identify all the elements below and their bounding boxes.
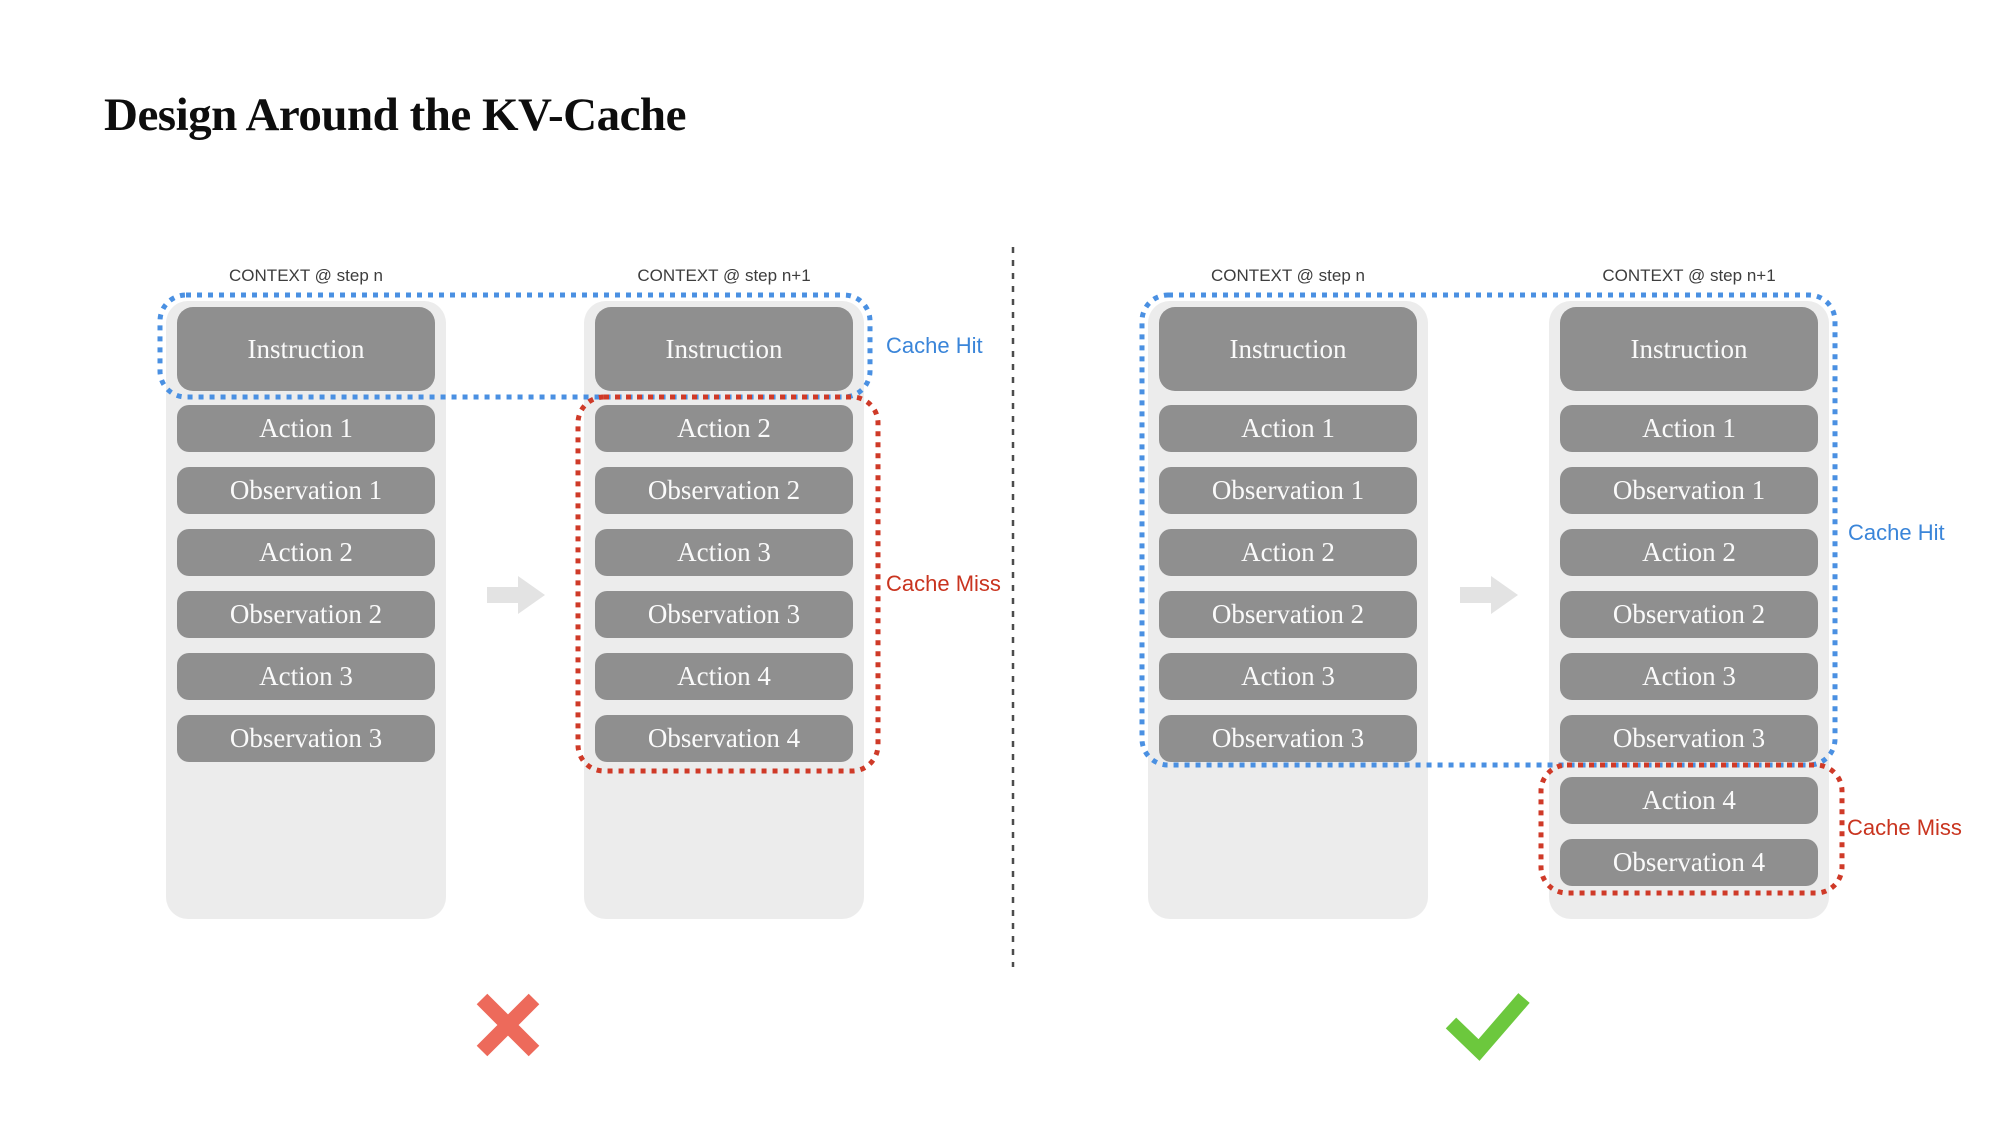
cache-miss-label-left: Cache Miss: [886, 571, 1001, 596]
context-box: Action 4: [595, 653, 853, 700]
context-box: Action 2: [1560, 529, 1818, 576]
context-panel-left-step-n1: Instruction Action 2 Observation 2 Actio…: [584, 301, 864, 919]
column-header-step-n1-right: CONTEXT @ step n+1: [1602, 266, 1776, 285]
context-box: Observation 2: [1560, 591, 1818, 638]
context-box: Action 3: [177, 653, 435, 700]
context-box: Action 1: [177, 405, 435, 452]
context-panel-left-step-n: Instruction Action 1 Observation 1 Actio…: [166, 301, 446, 919]
context-box: Instruction: [1560, 307, 1818, 391]
cross-icon: [476, 993, 540, 1057]
context-box: Observation 3: [1159, 715, 1417, 762]
arrow-right-icon-left: [487, 576, 545, 614]
context-box: Action 3: [1560, 653, 1818, 700]
context-box: Action 2: [595, 405, 853, 452]
context-box: Observation 2: [177, 591, 435, 638]
context-box: Action 1: [1560, 405, 1818, 452]
context-box: Observation 3: [1560, 715, 1818, 762]
context-box: Instruction: [1159, 307, 1417, 391]
context-box: Observation 1: [1560, 467, 1818, 514]
context-box: Observation 2: [595, 467, 853, 514]
check-icon: [1445, 993, 1530, 1061]
context-box: Action 2: [1159, 529, 1417, 576]
context-box: Observation 1: [177, 467, 435, 514]
context-box: Observation 3: [595, 591, 853, 638]
context-box: Observation 4: [595, 715, 853, 762]
page-title: Design Around the KV-Cache: [104, 89, 686, 141]
context-box: Instruction: [595, 307, 853, 391]
context-box: Observation 2: [1159, 591, 1417, 638]
column-header-step-n-left: CONTEXT @ step n: [229, 266, 383, 285]
cache-hit-label-left: Cache Hit: [886, 333, 983, 358]
cache-miss-label-right: Cache Miss: [1847, 815, 1962, 840]
cache-hit-label-right: Cache Hit: [1848, 520, 1945, 545]
context-box: Action 4: [1560, 777, 1818, 824]
context-box: Action 3: [595, 529, 853, 576]
context-panel-right-step-n1: Instruction Action 1 Observation 1 Actio…: [1549, 301, 1829, 919]
column-header-step-n-right: CONTEXT @ step n: [1211, 266, 1365, 285]
arrow-right-icon-right: [1460, 576, 1518, 614]
context-box: Observation 4: [1560, 839, 1818, 886]
column-header-step-n1-left: CONTEXT @ step n+1: [637, 266, 811, 285]
context-box: Action 1: [1159, 405, 1417, 452]
context-box: Observation 3: [177, 715, 435, 762]
context-box: Observation 1: [1159, 467, 1417, 514]
context-panel-right-step-n: Instruction Action 1 Observation 1 Actio…: [1148, 301, 1428, 919]
context-box: Action 2: [177, 529, 435, 576]
context-box: Instruction: [177, 307, 435, 391]
context-box: Action 3: [1159, 653, 1417, 700]
